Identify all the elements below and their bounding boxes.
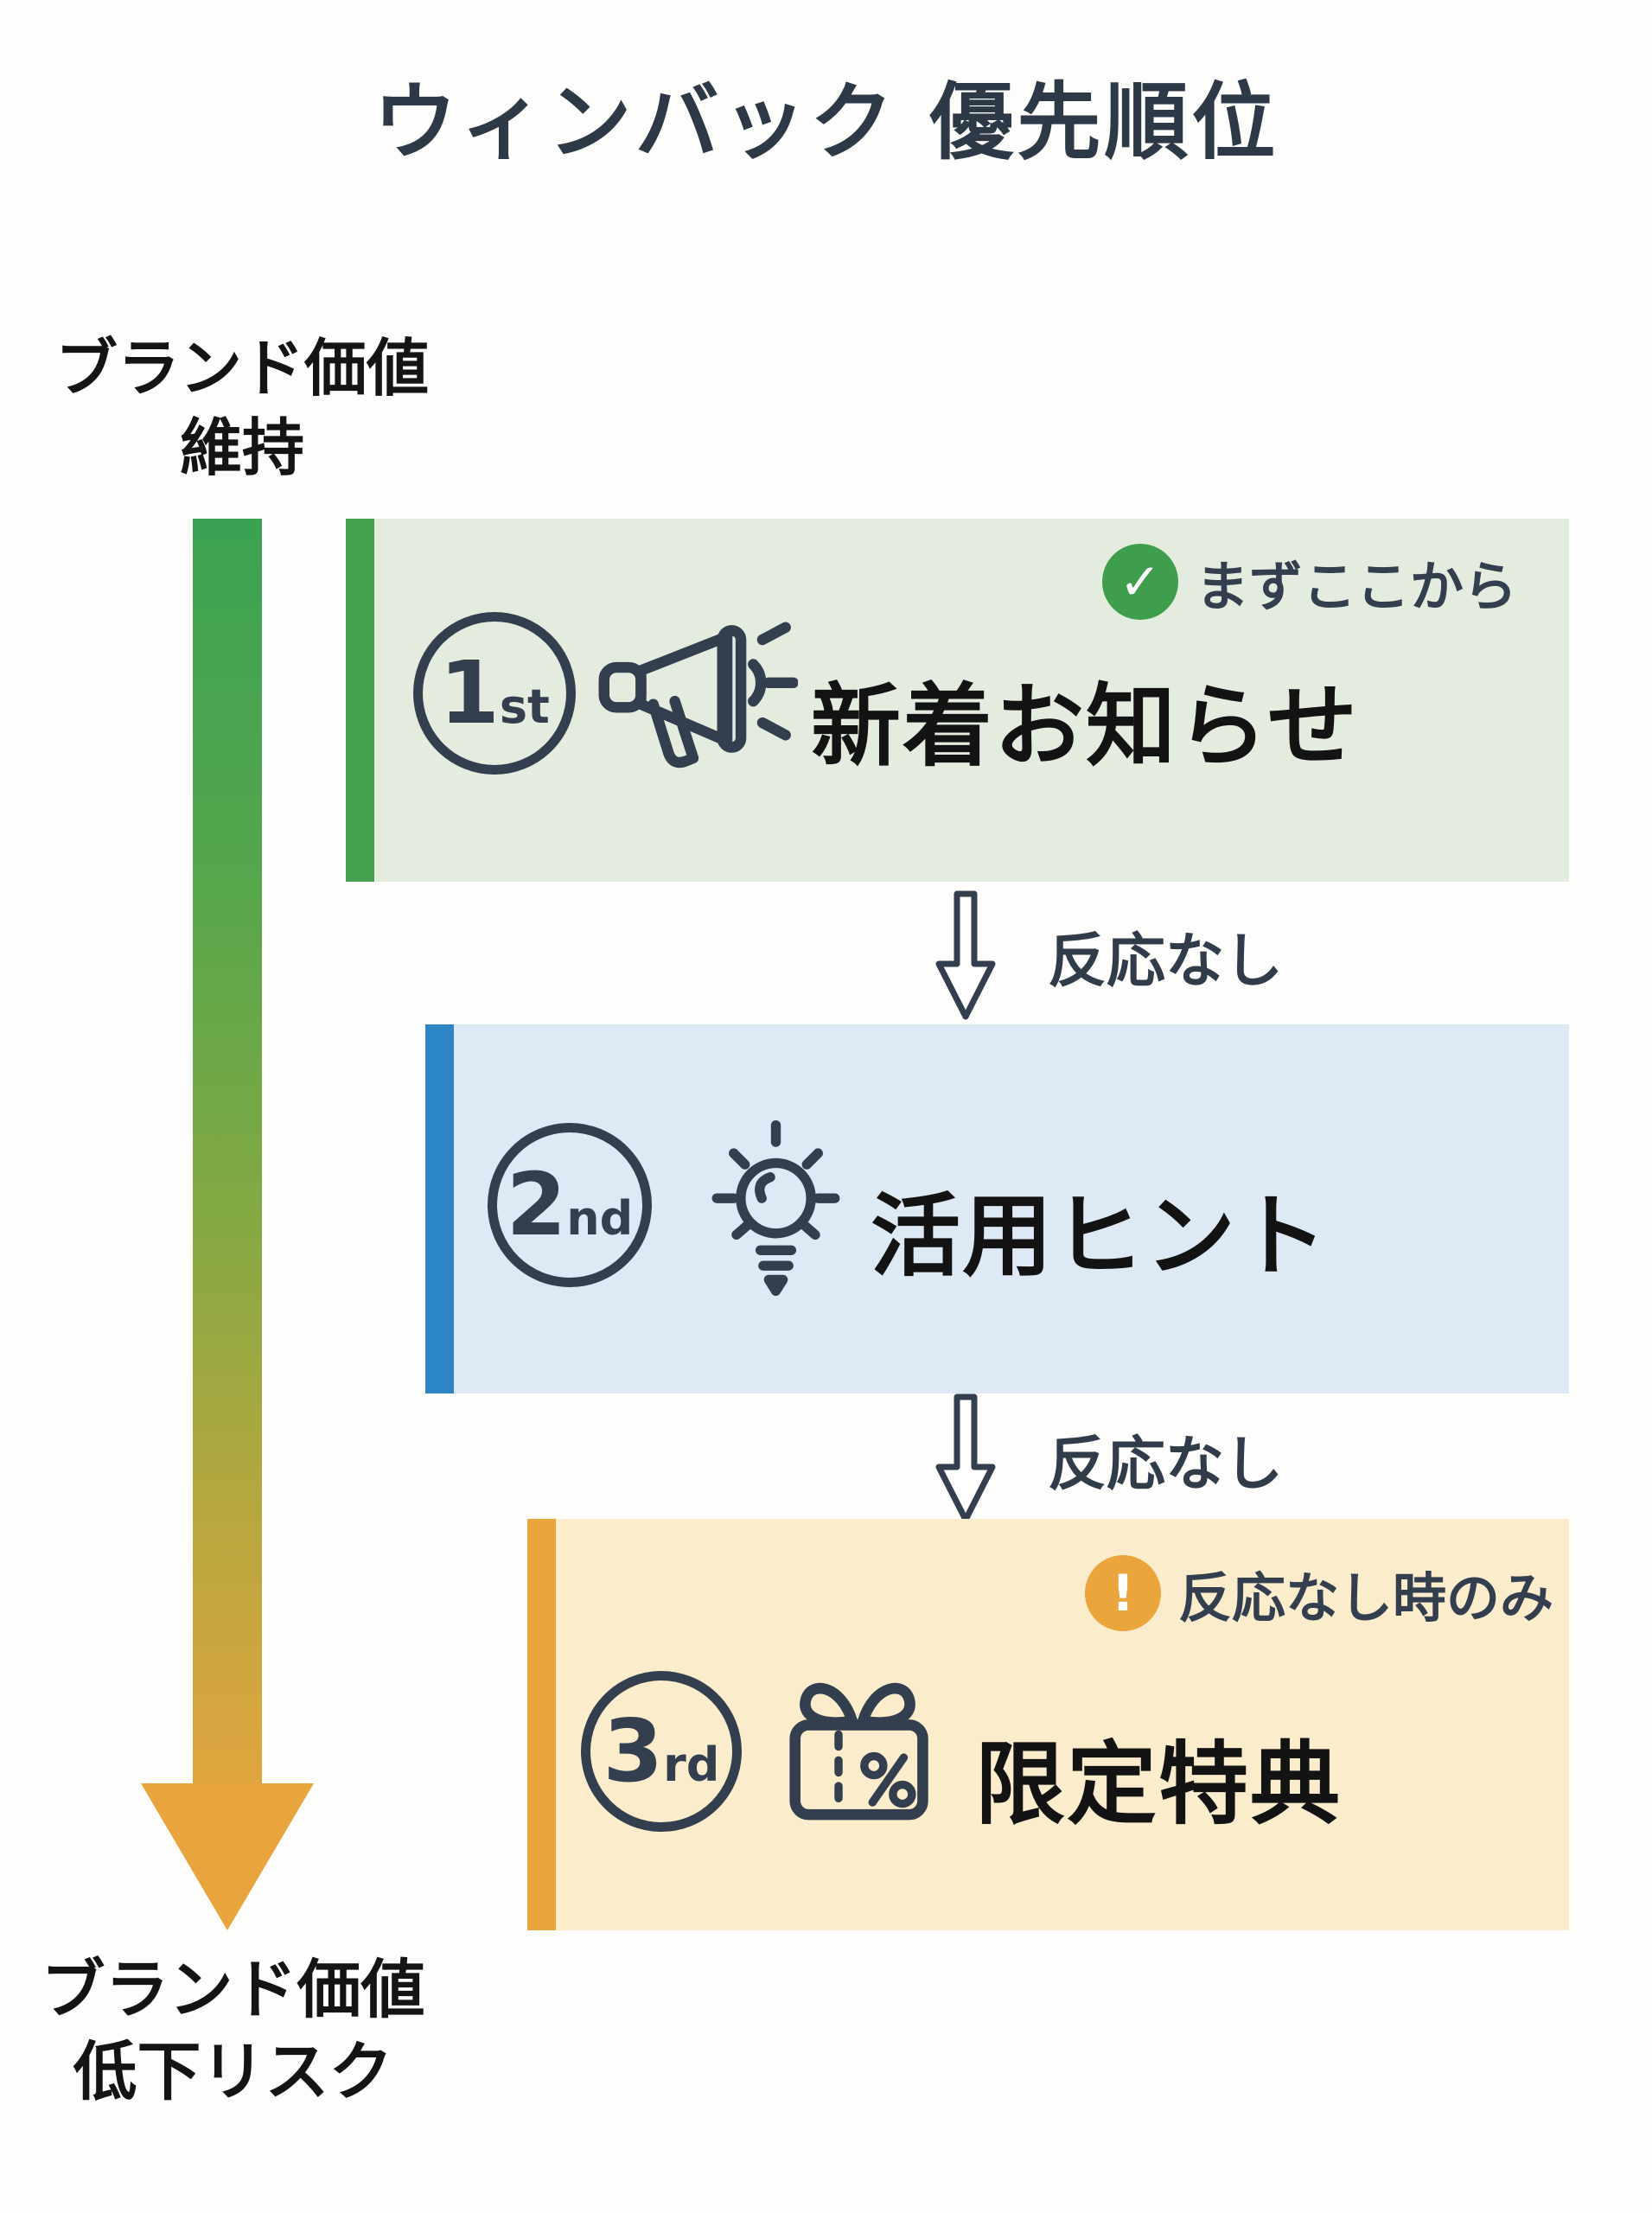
megaphone-icon — [595, 612, 798, 772]
step1-badge: ✓ まずここから — [1101, 543, 1517, 621]
axis-bottom-label-line2: 低下リスク — [73, 2034, 393, 2109]
step3-title: 限定特典 — [975, 1731, 1343, 1837]
down-arrow-icon — [935, 1393, 996, 1523]
gift-coupon-icon — [762, 1650, 953, 1840]
axis-top-label: ブランド価値 維持 — [26, 328, 458, 488]
lightbulb-icon — [692, 1111, 860, 1305]
gradient-arrow-head — [141, 1783, 314, 1930]
axis-bottom-label: ブランド価値 低下リスク — [10, 1949, 456, 2113]
step1-title: 新着お知らせ — [811, 673, 1359, 779]
check-icon: ✓ — [1101, 544, 1178, 620]
connector-2: 反応なし — [931, 1393, 1283, 1523]
connector-1-label: 反応なし — [1048, 927, 1284, 996]
axis-top-label-line1: ブランド価値 — [54, 332, 429, 405]
gradient-arrow-shaft — [193, 519, 262, 1783]
connector-1: 反応なし — [931, 890, 1283, 1020]
step1-badge-text: まずここから — [1195, 555, 1517, 618]
step2-title: 活用ヒント — [871, 1183, 1330, 1289]
step3-badge-text: 反応なし時のみ — [1177, 1566, 1553, 1629]
exclamation-icon: ! — [1084, 1555, 1161, 1631]
step3-accent-bar — [527, 1519, 556, 1930]
connector-2-label: 反応なし — [1048, 1430, 1284, 1499]
step3-badge: ! 反応なし時のみ — [1084, 1554, 1553, 1632]
down-arrow-icon — [935, 890, 996, 1020]
step1-accent-bar — [346, 519, 374, 882]
priority-gradient-arrow — [141, 519, 314, 1930]
page-title: ウィンバック 優先順位 — [373, 73, 1279, 171]
axis-top-label-line2: 維持 — [179, 411, 304, 485]
axis-bottom-label-line1: ブランド価値 — [41, 1953, 425, 2027]
step2-accent-bar — [425, 1024, 454, 1393]
